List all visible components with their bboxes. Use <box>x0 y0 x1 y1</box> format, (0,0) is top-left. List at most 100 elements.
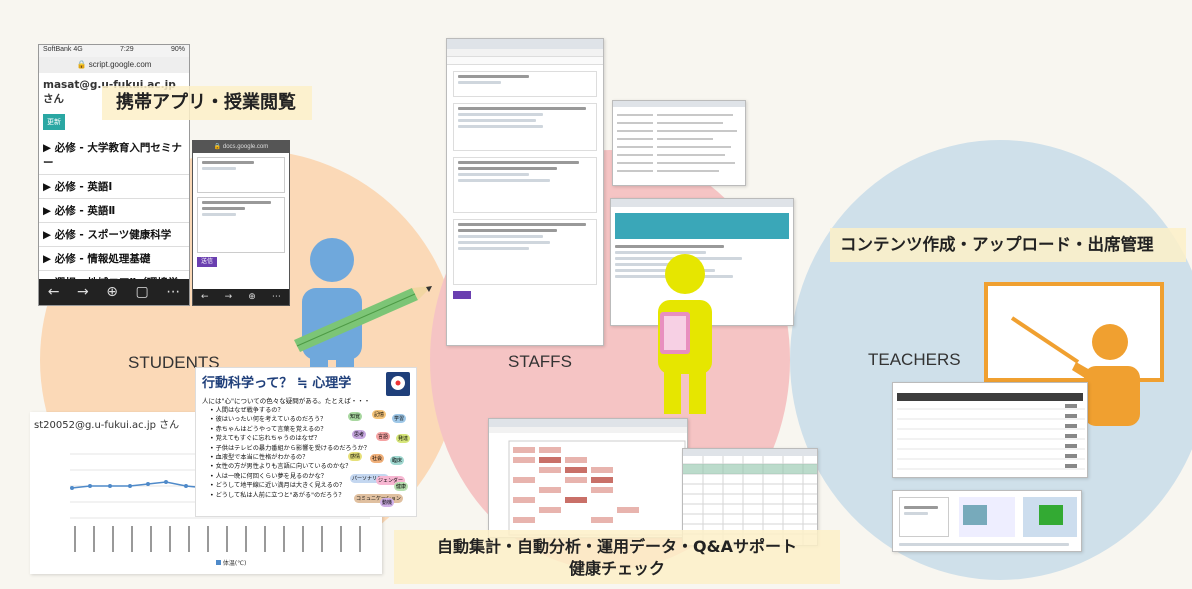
form-submit-button[interactable]: 送信 <box>197 257 217 267</box>
phone-url: script.google.com <box>88 60 152 69</box>
phone-carrier: SoftBank 4G <box>43 46 83 53</box>
keyword-bubble: コミュニケーション <box>354 494 403 503</box>
new-tab-icon[interactable]: ⊕ <box>106 284 118 300</box>
staff-form-screenshot <box>446 38 604 346</box>
staff-log-screenshot <box>612 100 746 186</box>
student-phone-form: 🔒 docs.google.com 送信 ← → ⊕ ⋯ <box>192 140 290 306</box>
x-tick-label <box>131 526 133 552</box>
site-header-banner <box>615 213 789 239</box>
keyword-bubble: 知覚 <box>348 412 363 421</box>
tabs-icon[interactable]: ▢ <box>135 284 149 300</box>
x-tick-label <box>245 526 247 552</box>
x-tick-label <box>359 526 361 552</box>
more-icon[interactable]: ⋯ <box>166 284 181 300</box>
slide-bullet: • 彼はいったい何を考えているのだろう？ <box>210 416 327 424</box>
head-heart-icon <box>386 372 410 396</box>
form-url-bar[interactable]: 🔒 docs.google.com <box>193 141 289 153</box>
phone-nav-bar: ← → ⊕ ▢ ⋯ <box>39 279 189 305</box>
attendance-rows <box>897 404 1085 470</box>
back-icon[interactable]: ← <box>201 292 209 302</box>
x-tick-label <box>264 526 266 552</box>
form-url: docs.google.com <box>222 144 269 150</box>
slide-bullet: • 子供はテレビの暴力番組から影響を受けるのだろうか？ <box>210 444 370 452</box>
psychology-slide: 行動科学って？ ≒ 心理学 人には"心"についての色々な疑問がある。たとえば・・… <box>196 368 416 516</box>
students-caption: 携帯アプリ・授業閲覧 <box>102 86 312 120</box>
staffs-caption-line2: 健康チェック <box>568 559 665 578</box>
log-lines <box>617 114 737 172</box>
staffs-caption: 自動集計・自動分析・運用データ・Q&Aサポート 健康チェック <box>394 530 840 584</box>
chart-user: st20052@g.u-fukui.ac.jp さん <box>34 420 180 431</box>
legend-swatch <box>216 560 221 565</box>
slide-bullet: • 人間はなぜ戦争するの？ <box>210 407 284 414</box>
x-tick-label <box>226 526 228 552</box>
keyword-bubble: 健康 <box>394 482 409 491</box>
phone-battery: 90% <box>170 46 185 53</box>
slide-bullet: • 血液型で本当に性格がわかるの？ <box>210 454 309 462</box>
phone-time: 7:29 <box>120 46 134 53</box>
more-icon[interactable]: ⋯ <box>271 292 281 302</box>
browser-tabs <box>447 39 603 49</box>
teachers-caption: コンテンツ作成・アップロード・出席管理 <box>830 228 1186 262</box>
keyword-bubble: 言語 <box>376 432 391 441</box>
table-header-row <box>897 393 1083 401</box>
phone-url-bar[interactable]: 🔒 script.google.com <box>39 57 189 73</box>
student-phone-course-list: SoftBank 4G 7:29 90% 🔒 script.google.com… <box>38 44 190 306</box>
slide-title: 行動科学って？ ≒ 心理学 <box>202 376 352 391</box>
keyword-bubble: 感情 <box>348 452 363 461</box>
forward-icon[interactable]: → <box>76 284 89 300</box>
heatmap-table <box>508 440 686 536</box>
back-icon[interactable]: ← <box>47 284 60 300</box>
x-tick-label <box>188 526 190 552</box>
x-tick-label <box>283 526 285 552</box>
slide-bullet: • 赤ちゃんはどうやって言葉を覚えるの？ <box>210 425 327 433</box>
keyword-bubble: ジェンダー <box>376 476 406 485</box>
teachers-caption-text: コンテンツ作成・アップロード・出席管理 <box>840 235 1154 254</box>
students-caption-text: 携帯アプリ・授業閲覧 <box>116 92 296 113</box>
slide-bubbles: 知覚記憶学習思考言語発達感情社会臨床パーソナリティジェンダー健康コミュニケーショ… <box>346 408 414 512</box>
x-tick-label <box>207 526 209 552</box>
thumbnail-1[interactable] <box>899 497 949 537</box>
teacher-figure-icon <box>984 282 1164 426</box>
keyword-bubble: 思考 <box>352 430 367 439</box>
slide-bullet: • 女性の方が男性よりも言語に向いているのかな？ <box>210 463 352 471</box>
x-tick-label <box>93 526 95 552</box>
keyword-bubble: 記憶 <box>372 410 387 419</box>
thumbnail-3[interactable] <box>1023 497 1077 537</box>
slide-bullet: • 人は一晩に何回くらい夢を見るのかな？ <box>210 472 327 480</box>
x-tick-label <box>74 526 76 552</box>
slide-bullets: • 人間はなぜ戦争するの？ • 彼はいったい何を考えているのだろう？• 赤ちゃんは… <box>196 406 416 500</box>
new-tab-icon[interactable]: ⊕ <box>248 292 256 302</box>
teachers-label: TEACHERS <box>868 350 961 369</box>
content-thumbnails <box>892 490 1082 552</box>
staffs-label: STAFFS <box>508 352 572 371</box>
attendance-table-screenshot <box>892 382 1088 478</box>
course-item[interactable]: ▶ 必修 - 英語Ⅰ <box>39 175 189 199</box>
refresh-button[interactable]: 更新 <box>43 114 65 130</box>
course-item[interactable]: ▶ 必修 - 英語Ⅱ <box>39 199 189 223</box>
staff-figure-icon <box>658 254 712 414</box>
slide-bullet: • どうして地平線に近い満月は大きく見えるの？ <box>210 482 346 490</box>
form-nav-bar: ← → ⊕ ⋯ <box>193 289 289 305</box>
course-item[interactable]: ▶ 必修 - 大学教育入門セミナー <box>39 136 189 175</box>
chart-legend: 体温(℃) <box>222 560 247 567</box>
keyword-bubble: 学習 <box>392 414 407 423</box>
staff-form-submit[interactable] <box>453 291 471 299</box>
slide-bullet: • どうして私は人前に立つと"あがる"のだろう？ <box>210 491 345 499</box>
slide-intro: 人には"心"についての色々な疑問がある。たとえば・・・ <box>202 397 371 405</box>
keyword-bubble: 発達 <box>396 434 411 443</box>
course-item[interactable]: ▶ 必修 - スポーツ健康科学 <box>39 223 189 247</box>
course-item[interactable]: ▶ 必修 - 情報処理基礎 <box>39 247 189 271</box>
x-tick-label <box>169 526 171 552</box>
keyword-bubble: 動機 <box>380 498 395 507</box>
x-tick-label <box>112 526 114 552</box>
students-label: STUDENTS <box>128 353 220 372</box>
forward-icon[interactable]: → <box>224 292 233 302</box>
keyword-bubble: 臨床 <box>390 456 405 465</box>
staffs-caption-line1: 自動集計・自動分析・運用データ・Q&Aサポート <box>437 537 797 556</box>
student-figure-icon <box>294 238 432 389</box>
x-tick-label <box>321 526 323 552</box>
slide-bullet: • 覚えてもすぐに忘れちゃうのはなぜ？ <box>210 435 321 443</box>
thumbnail-2[interactable] <box>959 497 1015 537</box>
keyword-bubble: パーソナリティ <box>350 474 389 483</box>
